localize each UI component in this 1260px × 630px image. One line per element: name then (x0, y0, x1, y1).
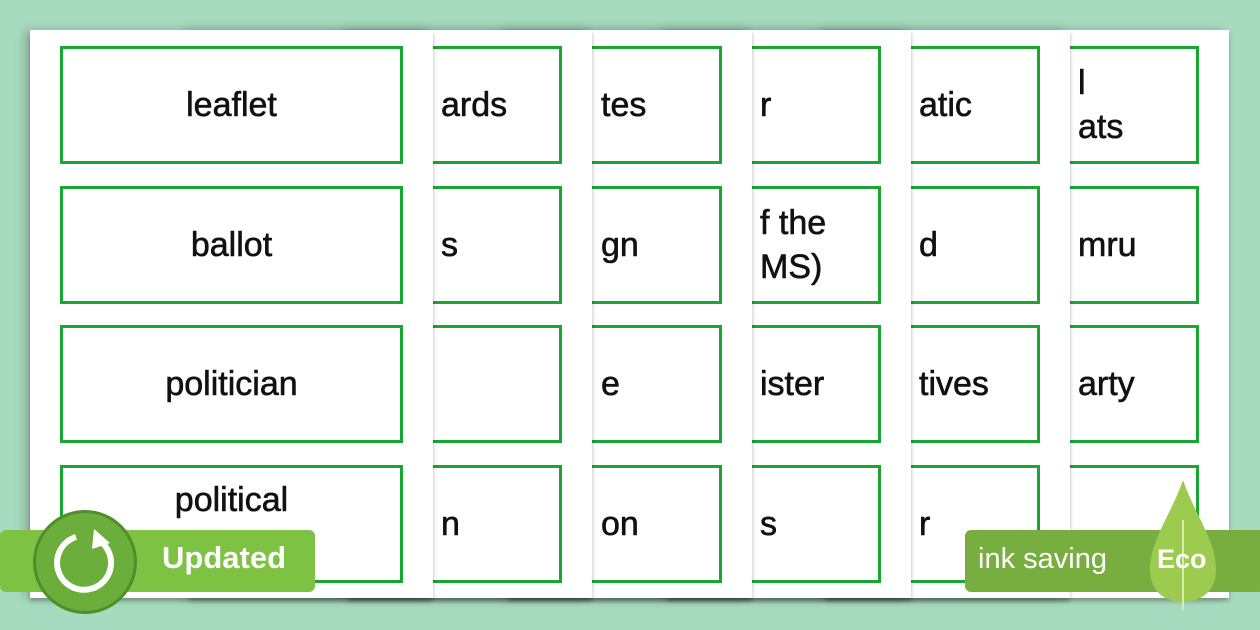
leaf-icon (1150, 480, 1216, 610)
updated-label: Updated (162, 540, 286, 575)
word-card-text: leaflet (186, 86, 277, 125)
word-card-text: n (441, 505, 461, 544)
word-card-text: d (919, 226, 939, 265)
word-card-text: ards (441, 86, 508, 125)
word-card-text: atic (919, 86, 973, 125)
word-card: leaflet (60, 46, 403, 164)
word-card-text: tives (919, 365, 990, 404)
ink-saving-label: ink saving (978, 543, 1107, 575)
word-card-text: gn (601, 226, 639, 265)
word-card: ballot (60, 186, 403, 304)
word-card-text: s (760, 505, 778, 544)
word-card-text: arty (1078, 365, 1135, 404)
word-card-text: l ats (1078, 64, 1124, 147)
eco-label: Eco (1157, 544, 1207, 574)
word-card-text: r (919, 505, 931, 544)
word-card-text: s (441, 226, 459, 265)
refresh-icon (33, 510, 137, 614)
word-card-page-1: leaflet ballot politician political (30, 30, 433, 598)
word-card-text: on (601, 505, 639, 544)
word-card-text: r (760, 86, 772, 125)
word-card-text: mru (1078, 226, 1137, 265)
word-card: politician (60, 325, 403, 443)
word-card-text: f the MS) (760, 204, 827, 287)
word-card-text: tes (601, 86, 647, 125)
word-card-text: political (174, 481, 289, 520)
word-card-text: e (601, 365, 621, 404)
word-card-text: ister (760, 365, 825, 404)
word-card-text: ballot (190, 226, 273, 265)
word-card-text: politician (165, 365, 298, 404)
